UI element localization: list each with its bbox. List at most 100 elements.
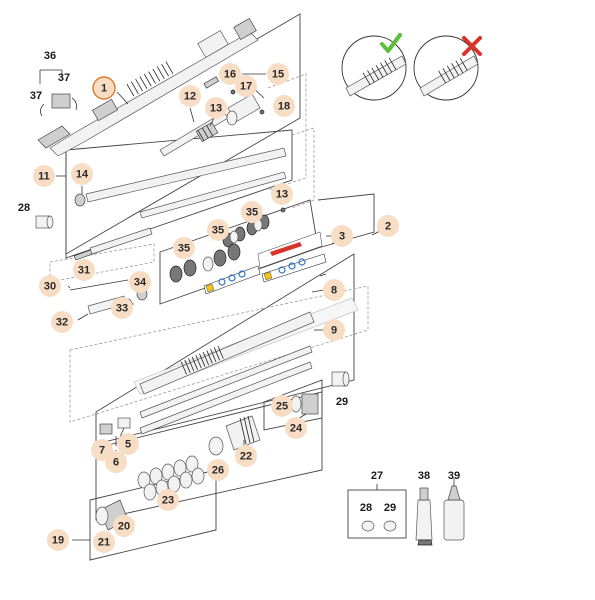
panel-dash-upper xyxy=(267,73,307,191)
callout-circle xyxy=(71,163,93,185)
callout-8: 8 xyxy=(323,279,345,301)
callout-1: 1 xyxy=(92,76,116,100)
part-29-bushing xyxy=(331,371,350,387)
callout-circle xyxy=(323,279,345,301)
callout-17: 17 xyxy=(235,75,257,97)
part-number-37: 37 xyxy=(58,72,70,84)
part-18-sleeve xyxy=(226,93,261,126)
callout-number: 23 xyxy=(162,495,174,507)
callout-circle xyxy=(33,165,55,187)
callout-number: 31 xyxy=(78,265,90,277)
callout-9: 9 xyxy=(323,319,345,341)
callout-number: 9 xyxy=(331,325,337,337)
part-22-sleeve xyxy=(225,415,261,451)
callout-19: 19 xyxy=(47,529,69,551)
callout-32: 32 xyxy=(51,311,73,333)
callout-circle xyxy=(331,225,353,247)
callout-circle xyxy=(51,311,73,333)
callout-circle xyxy=(39,275,61,297)
parts-artwork xyxy=(35,17,482,546)
callout-number: 13 xyxy=(210,103,222,115)
part-38-grease-tube xyxy=(415,487,433,546)
callout-number: 15 xyxy=(272,69,284,81)
callout-35: 35 xyxy=(173,237,195,259)
callout-34: 34 xyxy=(129,271,151,293)
callout-number: 30 xyxy=(44,281,56,293)
callout-number: 26 xyxy=(212,465,224,477)
part-9-shaft-lower xyxy=(139,361,313,435)
callout-circle xyxy=(157,489,179,511)
part-11-inner-shaft xyxy=(85,147,287,203)
callout-circle xyxy=(129,271,151,293)
part-number-37: 37 xyxy=(30,90,42,102)
callout-number: 18 xyxy=(278,101,290,113)
callout-35: 35 xyxy=(207,219,229,241)
part-24-sleeve xyxy=(301,393,319,415)
callout-number: 33 xyxy=(116,303,128,315)
panel-lower xyxy=(95,391,323,521)
part-number-38: 38 xyxy=(418,470,430,482)
part-14-bushing xyxy=(74,193,86,207)
callout-number: 35 xyxy=(246,207,258,219)
part-7-block xyxy=(99,423,113,435)
part-1-shaft-head xyxy=(37,17,259,157)
part-number-29: 29 xyxy=(384,502,396,514)
callout-number: 17 xyxy=(240,81,252,93)
callout-circle xyxy=(47,529,69,551)
callout-circle xyxy=(207,219,229,241)
callout-23: 23 xyxy=(157,489,179,511)
part-35-spring-set-lower xyxy=(169,243,241,283)
callout-circle xyxy=(271,395,293,417)
callout-circle xyxy=(235,445,257,467)
callout-12: 12 xyxy=(179,85,201,107)
callout-circle xyxy=(235,75,257,97)
part-18-pin xyxy=(259,109,265,115)
callout-circle xyxy=(273,95,295,117)
part-5-block xyxy=(117,417,131,429)
callout-number: 34 xyxy=(134,277,147,289)
part-29-kit-bushing xyxy=(383,520,397,532)
callout-number: 6 xyxy=(113,457,119,469)
callout-number: 1 xyxy=(101,83,107,95)
callout-13: 13 xyxy=(205,97,227,119)
part-16-screw xyxy=(203,76,220,89)
part-number-36: 36 xyxy=(44,50,56,62)
callout-3: 3 xyxy=(331,225,353,247)
part-28-bushing xyxy=(35,215,54,229)
callout-number: 16 xyxy=(224,69,236,81)
cross-mark-icon xyxy=(462,36,482,56)
callout-circle xyxy=(173,237,195,259)
callout-circle xyxy=(113,515,135,537)
callout-26: 26 xyxy=(207,459,229,481)
callout-number: 12 xyxy=(184,91,196,103)
callout-circle xyxy=(271,183,293,205)
panel-11 xyxy=(65,129,293,259)
part-number-39: 39 xyxy=(448,470,460,482)
part-number-29: 29 xyxy=(336,396,348,408)
callout-15: 15 xyxy=(267,63,289,85)
part-8-tube xyxy=(139,311,315,395)
callout-16: 16 xyxy=(219,63,241,85)
callout-5: 5 xyxy=(117,433,139,455)
callout-33: 33 xyxy=(111,297,133,319)
panel-dash-mid xyxy=(291,127,315,209)
callout-24: 24 xyxy=(285,417,307,439)
callout-number: 8 xyxy=(331,285,337,297)
part-number-28: 28 xyxy=(360,502,372,514)
callout-circle xyxy=(241,201,263,223)
callout-number: 5 xyxy=(125,439,131,451)
part-9-shaft xyxy=(139,345,313,419)
callout-31: 31 xyxy=(73,259,95,281)
callout-circle xyxy=(91,439,113,461)
part-39-oil-bottle xyxy=(443,478,465,541)
callout-circle xyxy=(73,259,95,281)
indicator-correct xyxy=(341,33,407,101)
callout-circle xyxy=(205,97,227,119)
callout-circle xyxy=(93,531,115,553)
part-3-warning-labels xyxy=(203,231,327,295)
callout-circle xyxy=(267,63,289,85)
callout-2: 2 xyxy=(377,215,399,237)
part-17-pin xyxy=(230,89,236,95)
callout-number: 14 xyxy=(76,169,89,181)
callout-22: 22 xyxy=(235,445,257,467)
